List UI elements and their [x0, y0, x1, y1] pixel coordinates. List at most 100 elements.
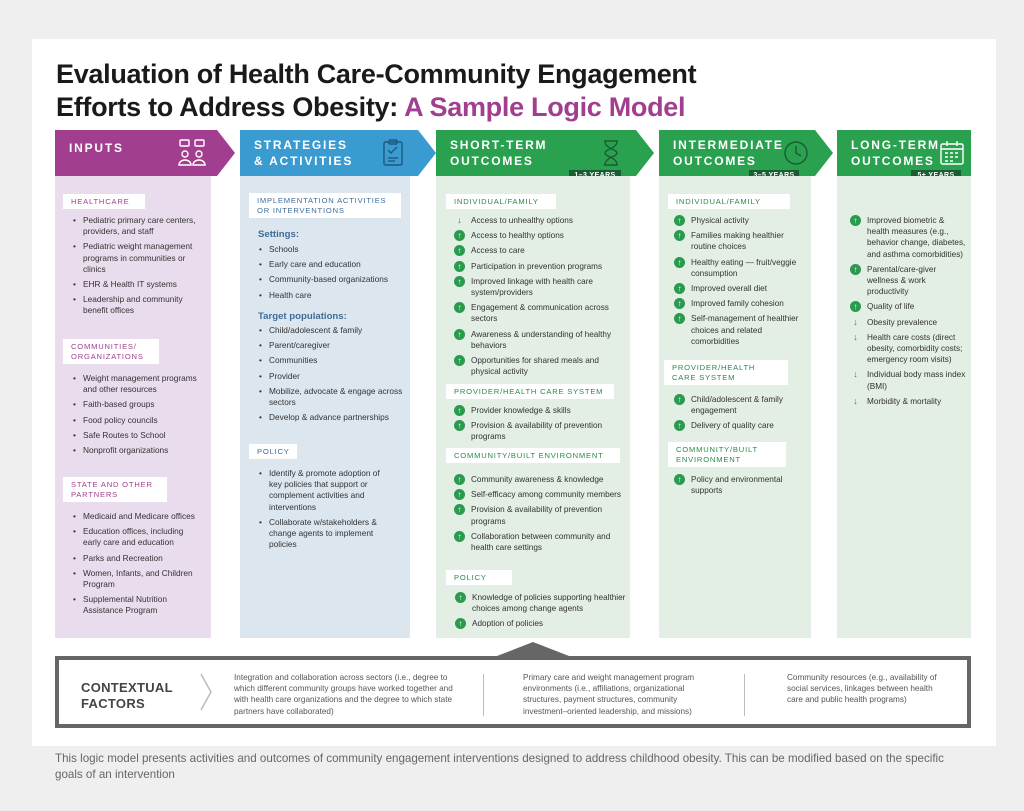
- arrow-up-icon: ↑: [850, 263, 861, 275]
- outcome-text: Child/adolescent & family engagement: [691, 395, 783, 416]
- arrow-down-icon: ↓: [853, 316, 858, 327]
- outcome-text: Obesity prevalence: [867, 317, 938, 327]
- arrow-up-icon: ↑: [454, 489, 465, 501]
- arrow-up-icon: ↑: [850, 301, 861, 313]
- list-item: Parent/caregiver: [258, 340, 403, 351]
- header-inputs-arrow: [217, 130, 235, 176]
- list-item: Women, Infants, and Children Program: [72, 568, 202, 590]
- section-communities-title: COMMUNITIES/ORGANIZATIONS: [63, 339, 159, 364]
- title-line-1: Evaluation of Health Care-Community Enga…: [56, 59, 697, 89]
- context-divider-2: [744, 674, 745, 716]
- list-item: Food policy councils: [72, 415, 202, 426]
- arrow-down-icon: ↓: [853, 395, 858, 406]
- outcome-item: ↑ Parental/care-giver wellness & work pro…: [850, 263, 968, 298]
- list-short-provider: ↑Provider knowledge & skills ↑Provision &…: [454, 405, 624, 447]
- list-policy-strategies: Identify & promote adoption of key polic…: [258, 468, 388, 554]
- column-intermediate: [659, 176, 811, 638]
- arrow-up-icon: ↑: [455, 592, 466, 603]
- context-factor-3: Community resources (e.g., availability …: [787, 673, 937, 705]
- outcome-item: ↑Provision & availability of prevention …: [454, 420, 624, 442]
- list-item: Communities: [258, 355, 403, 366]
- arrow-up-icon: ↑: [674, 474, 685, 485]
- outcome-item: ↑Improved overall diet: [674, 283, 806, 295]
- list-short-policy: ↑ Knowledge of policies supporting health…: [455, 592, 627, 634]
- header-short-term-line1: SHORT-TERM: [450, 138, 548, 152]
- header-strategies-line2: & ACTIVITIES: [254, 154, 354, 168]
- header-strategies-label: STRATEGIES& ACTIVITIES: [254, 137, 353, 169]
- arrow-down-icon: ↓: [853, 331, 858, 342]
- outcome-item: ↑Adoption of policies: [455, 618, 627, 630]
- outcome-text: Improved family cohesion: [691, 299, 784, 309]
- target-populations-heading: Target populations:: [258, 311, 347, 322]
- list-communities: Weight management programs and other res…: [72, 373, 202, 460]
- context-factor-1: Integration and collaboration across sec…: [234, 673, 453, 716]
- outcome-item: ↑Engagement & communication across secto…: [454, 302, 624, 324]
- section-inter-community-line2: ENVIRONMENT: [676, 455, 741, 464]
- list-item: Mobilize, advocate & engage across secto…: [258, 386, 403, 408]
- outcome-item: ↓ Obesity prevalence: [850, 317, 968, 328]
- outcome-text: Morbidity & mortality: [867, 396, 942, 406]
- outcome-item: ↑Awareness & understanding of healthy be…: [454, 328, 624, 351]
- arrow-up-icon: ↑: [674, 313, 685, 325]
- list-item: Schools: [258, 244, 403, 255]
- list-item: Child/adolescent & family: [258, 325, 403, 336]
- title-line-2: Efforts to Address Obesity: A Sample Log…: [56, 91, 956, 124]
- header-intermediate: INTERMEDIATE OUTCOMES: [659, 130, 833, 176]
- outcome-text: Delivery of quality care: [691, 421, 774, 431]
- arrow-up-icon: ↑: [674, 256, 685, 268]
- outcome-text: Knowledge of policies supporting healthi…: [472, 593, 626, 614]
- clock-icon: [784, 141, 808, 165]
- people-network-icon: [178, 139, 206, 166]
- arrow-up-icon: ↑: [454, 260, 465, 272]
- list-healthcare: Pediatric primary care centers, provider…: [72, 215, 202, 321]
- list-item: Early care and education: [258, 259, 403, 270]
- arrow-up-icon: ↑: [454, 504, 465, 516]
- outcome-text: Self-management of healthier choices and…: [691, 314, 799, 346]
- section-inter-provider-line2: CARE SYSTEM: [672, 373, 736, 382]
- list-item: Safe Routes to School: [72, 430, 202, 441]
- arrow-up-icon: ↑: [674, 230, 685, 242]
- arrow-up-icon: ↑: [454, 275, 465, 287]
- section-short-policy-title: POLICY: [446, 570, 512, 585]
- outcome-item: ↑Quality of life: [850, 301, 968, 313]
- header-long-term-line2: OUTCOMES: [851, 154, 935, 168]
- outcome-text: Physical activity: [691, 216, 749, 225]
- list-item: Pediatric primary care centers, provider…: [72, 215, 202, 237]
- list-item: Health care: [258, 290, 403, 301]
- list-item: Faith-based groups: [72, 399, 202, 410]
- outcome-text: Provision & availability of prevention p…: [471, 505, 603, 526]
- clipboard-icon: [383, 139, 403, 166]
- outcome-text: Participation in prevention programs: [471, 261, 603, 271]
- section-implementation-line1: IMPLEMENTATION ACTIVITIES: [257, 196, 387, 205]
- section-inter-provider-line1: PROVIDER/HEALTH: [672, 363, 756, 372]
- context-factor-2: Primary care and weight management progr…: [523, 673, 695, 716]
- list-long-term: ↑Improved biometric & health measures (e…: [850, 215, 968, 411]
- outcome-text: Adoption of policies: [472, 619, 544, 629]
- header-intermediate-line1: INTERMEDIATE: [673, 138, 784, 152]
- outcome-item: ↓ Morbidity & mortality: [850, 396, 968, 407]
- section-communities-line2: ORGANIZATIONS: [71, 352, 144, 361]
- outcome-text: Self-efficacy among community members: [471, 490, 622, 500]
- header-inputs-label: INPUTS: [69, 141, 124, 155]
- footer-caption: This logic model presents activities and…: [55, 752, 944, 781]
- outcome-item: ↑Improved biometric & health measures (e…: [850, 215, 968, 260]
- contextual-factors-line1: CONTEXTUAL: [81, 680, 173, 695]
- outcome-item: ↑Provider knowledge & skills: [454, 405, 624, 416]
- outcome-item: ↑Families making healthier routine choic…: [674, 230, 806, 252]
- outcome-item: ↑ Self-management of healthier choices an…: [674, 313, 806, 347]
- list-item: Supplemental Nutrition Assistance Progra…: [72, 594, 202, 616]
- outcome-item: ↑Delivery of quality care: [674, 420, 806, 432]
- outcome-item: ↑Child/adolescent & family engagement: [674, 394, 806, 416]
- outcome-text: Improved linkage with health care system…: [471, 276, 593, 298]
- arrow-up-icon: ↑: [454, 530, 465, 542]
- outcome-item: ↑Healthy eating — fruit/veggie consumpti…: [674, 256, 806, 279]
- outcome-text: Parental/care-giver wellness & work prod…: [867, 264, 937, 297]
- section-implementation-line2: OR INTERVENTIONS: [257, 206, 345, 215]
- section-state-line2: PARTNERS: [71, 490, 119, 499]
- arrow-up-icon: ↑: [454, 405, 465, 416]
- header-intermediate-line2: OUTCOMES: [673, 154, 757, 168]
